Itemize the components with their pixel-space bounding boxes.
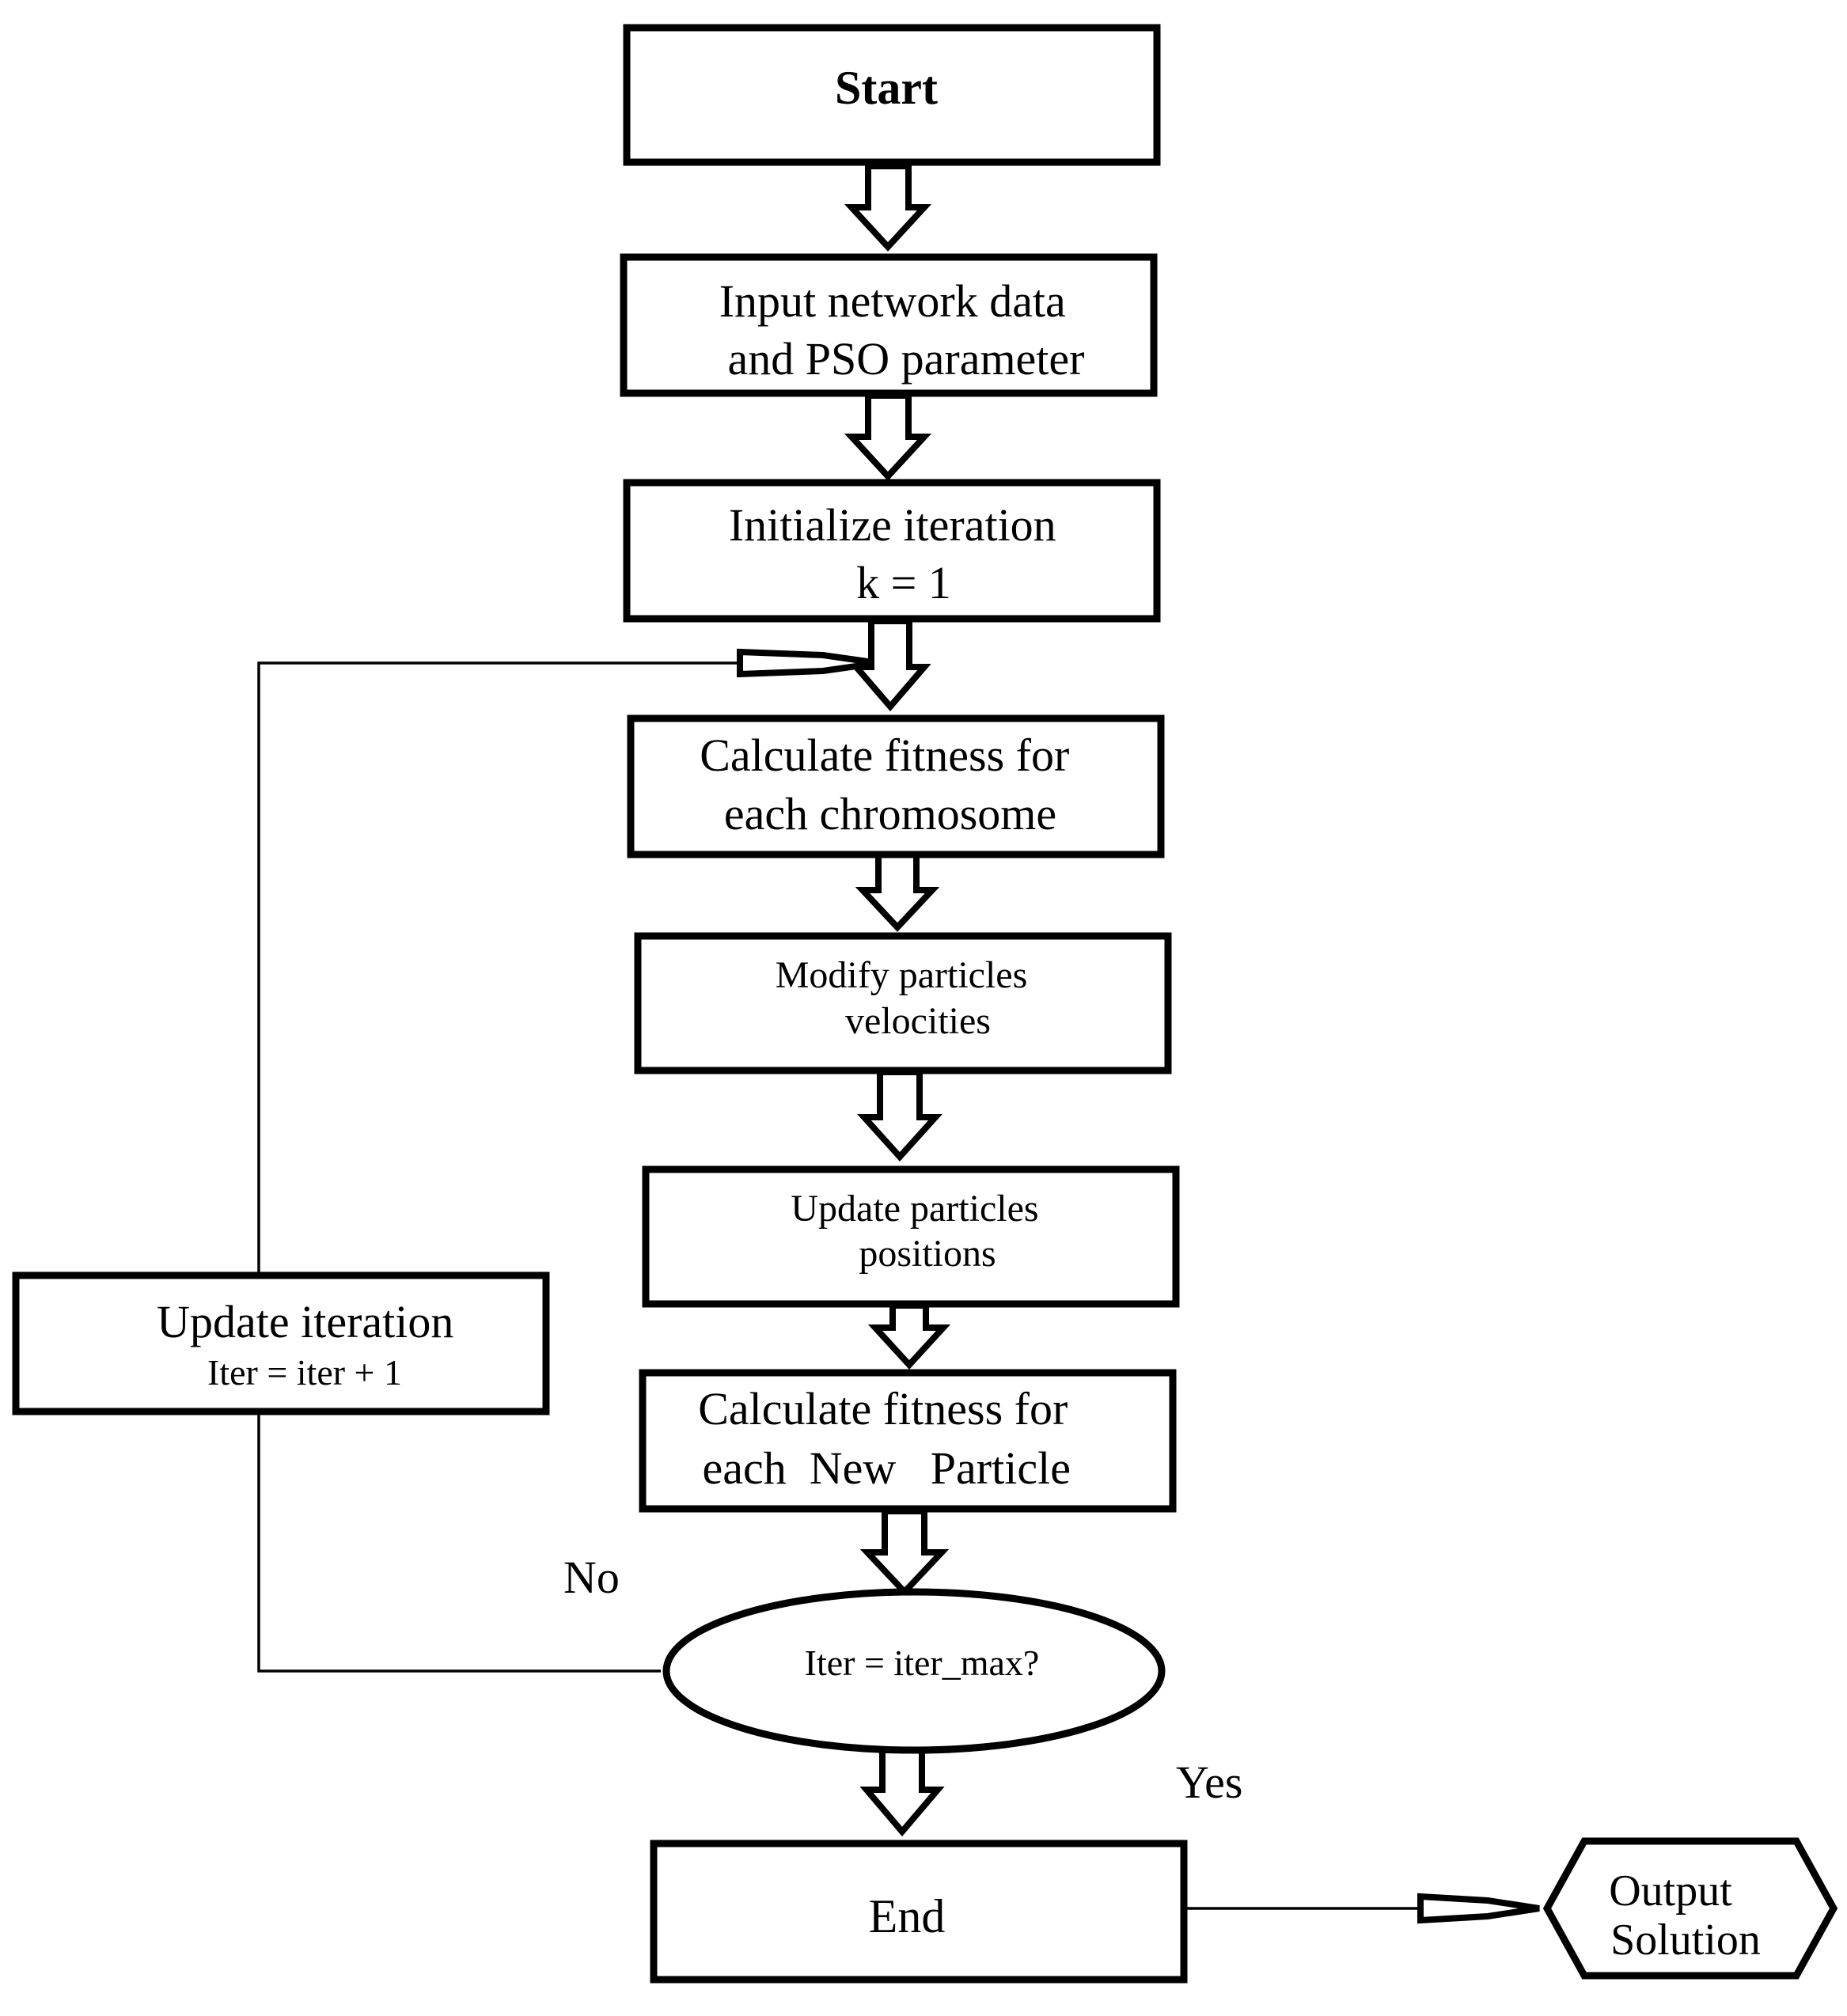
init-box [623, 479, 1161, 623]
calc1-label: Calculate fitness for each chromosome [700, 729, 1081, 839]
end-box [650, 1840, 1188, 1984]
arrow-modify-to-update [857, 1069, 942, 1161]
decision-label: Iter = iter_max? [805, 1643, 1040, 1683]
arrow-input-to-init [844, 392, 932, 481]
no-label: No [563, 1552, 620, 1603]
output-arrowhead [1417, 1893, 1540, 1924]
loop-line-top [257, 661, 863, 1272]
modify-box [634, 932, 1172, 1074]
loop-arrowhead [737, 648, 879, 678]
arrow-init-to-calc1 [849, 618, 931, 712]
arrow-calc1-to-modify [855, 851, 940, 932]
output-label: Output Solution [1609, 1866, 1761, 1965]
arrow-decision-to-end [859, 1744, 945, 1837]
input-box [620, 253, 1158, 397]
calc2-box [639, 1369, 1177, 1513]
arrow-calc2-to-decision [859, 1508, 950, 1597]
decision-ellipse [662, 1588, 1166, 1754]
update-positions-label: Update particles positions [791, 1188, 1048, 1275]
loop-line-bottom [257, 1412, 661, 1673]
arrow-start-to-input [844, 163, 932, 252]
update-iteration-label: Update iteration Iter = iter + 1 [157, 1296, 465, 1393]
start-box [623, 24, 1161, 166]
arrow-update-to-calc2 [867, 1302, 951, 1370]
start-label: Start [835, 62, 938, 114]
calc2-label: Calculate fitness for each New Particle [0, 0, 1125, 1494]
init-label: Initialize iteration k = 1 [729, 499, 1068, 608]
modify-label: Modify particles velocities [776, 954, 1037, 1042]
yes-label: Yes [1176, 1756, 1242, 1808]
end-label: End [869, 1890, 946, 1942]
update-iteration-box [12, 1271, 550, 1415]
output-hexagon [1542, 1837, 1838, 1980]
input-label: Input network data and PSO parameter [719, 275, 1085, 385]
calc1-box [627, 714, 1165, 858]
update-positions-box [642, 1165, 1180, 1308]
